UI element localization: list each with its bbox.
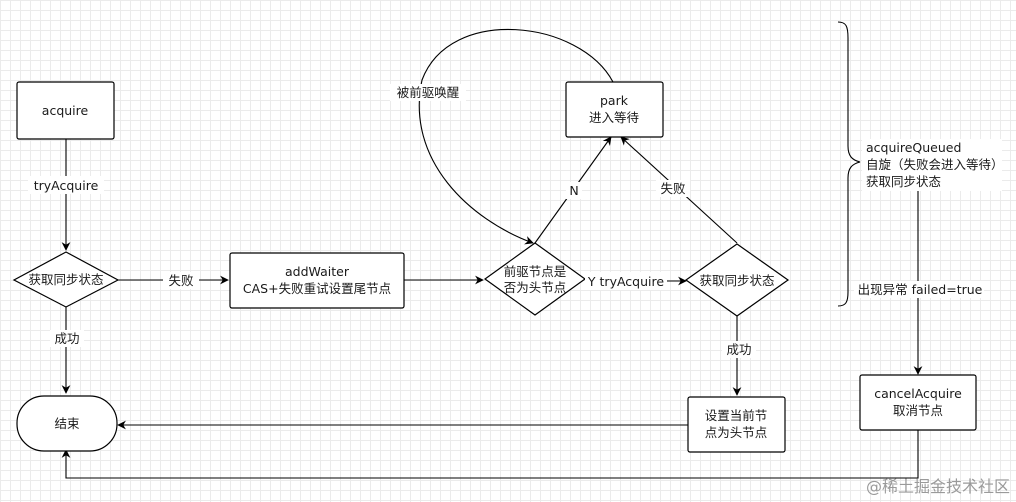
acquire-node: acquire: [16, 81, 115, 140]
label-no: N: [569, 183, 578, 198]
park-node: park 进入等待: [565, 81, 664, 138]
edges: [61, 21, 923, 479]
annotation-line2: 自旋（失败会进入等待）: [866, 157, 1004, 172]
cancel-acquire-desc: 取消节点: [893, 403, 943, 418]
label-fail-2: 失败: [660, 181, 686, 196]
try-acquire-decision-label: 获取同步状态: [28, 272, 103, 287]
pred-is-head-line1: 前驱节点是: [504, 264, 567, 279]
park-title: park: [600, 93, 629, 108]
label-fail-1: 失败: [168, 273, 194, 288]
annotation-line1: acquireQueued: [866, 140, 961, 155]
add-waiter-node: addWaiter CAS+失败重试设置尾节点: [229, 252, 405, 309]
label-woken-by-pred: 被前驱唤醒: [397, 85, 460, 100]
set-head-line1: 设置当前节: [705, 408, 768, 423]
end-node: 结束: [16, 395, 118, 452]
annotation-brace: [837, 21, 861, 307]
label-yes-try-acquire: Y tryAcquire: [587, 274, 664, 289]
label-success-2: 成功: [726, 342, 751, 357]
label-exception: 出现异常 failed=true: [858, 282, 983, 297]
cancel-acquire-node: cancelAcquire 取消节点: [859, 374, 977, 431]
add-waiter-desc: CAS+失败重试设置尾节点: [243, 281, 391, 296]
try-acquire-decision: 获取同步状态: [12, 251, 120, 308]
park-desc: 进入等待: [589, 110, 640, 125]
pred-is-head-decision: 前驱节点是 否为头节点: [483, 242, 587, 316]
add-waiter-title: addWaiter: [285, 264, 350, 279]
label-success-1: 成功: [54, 331, 79, 346]
pred-is-head-line2: 否为头节点: [504, 280, 567, 295]
edge-park-woken-to-predcheck: [418, 28, 614, 245]
watermark: @稀土掘金技术社区: [866, 477, 1010, 496]
acquire-queued-annotation: acquireQueued 自旋（失败会进入等待） 获取同步状态: [862, 139, 1004, 191]
retry-acquire-decision: 获取同步状态: [684, 243, 790, 317]
retry-acquire-label: 获取同步状态: [699, 273, 774, 288]
edge-cancel-to-end: [61, 430, 919, 479]
cancel-acquire-title: cancelAcquire: [874, 386, 962, 401]
acquire-label: acquire: [42, 103, 89, 118]
label-try-acquire: tryAcquire: [34, 178, 99, 193]
end-label: 结束: [54, 416, 80, 431]
set-head-line2: 点为头节点: [705, 425, 768, 440]
edge-labels: tryAcquire 失败 成功 Y tryAcquire N 失败 成功 被前…: [28, 84, 984, 358]
annotation-line3: 获取同步状态: [866, 174, 941, 189]
set-head-node: 设置当前节 点为头节点: [687, 396, 786, 453]
